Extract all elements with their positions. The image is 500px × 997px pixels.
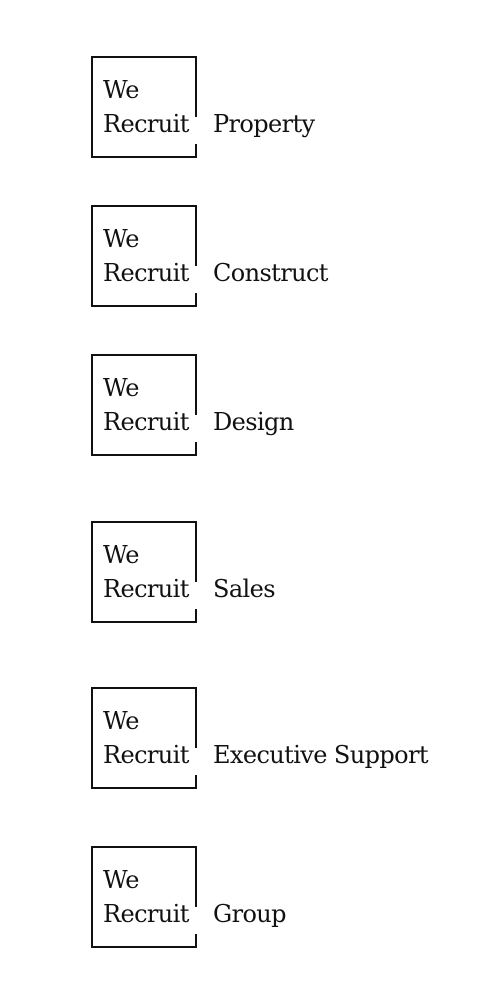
logo-frame [91, 521, 197, 623]
brand-recruit: Recruit [103, 741, 189, 769]
logo-frame-edge [195, 56, 197, 117]
logo-frame [91, 56, 197, 158]
logo-frame-edge [195, 687, 197, 748]
logo-frame-edge [195, 442, 197, 456]
logo-construct: We Recruit Construct [91, 205, 491, 307]
brand-we: We [103, 541, 139, 569]
logo-sales: We Recruit Sales [91, 521, 491, 623]
logo-frame [91, 205, 197, 307]
division-label: Executive Support [213, 741, 428, 769]
brand-we: We [103, 76, 139, 104]
brand-recruit: Recruit [103, 575, 189, 603]
logo-frame-edge [195, 144, 197, 158]
logo-frame-edge [195, 775, 197, 789]
logo-frame-edge [195, 293, 197, 307]
logo-frame-edge [195, 609, 197, 623]
logo-frame [91, 846, 197, 948]
logo-frame [91, 354, 197, 456]
logo-group: We Recruit Group [91, 846, 491, 948]
division-label: Property [213, 110, 315, 138]
brand-we: We [103, 374, 139, 402]
logo-design: We Recruit Design [91, 354, 491, 456]
brand-recruit: Recruit [103, 259, 189, 287]
logo-property: We Recruit Property [91, 56, 491, 158]
logo-frame-edge [195, 354, 197, 415]
logo-frame-edge [195, 205, 197, 266]
logo-frame-edge [195, 846, 197, 907]
brand-we: We [103, 225, 139, 253]
division-label: Construct [213, 259, 328, 287]
logo-executive-support: We Recruit Executive Support [91, 687, 491, 789]
brand-we: We [103, 866, 139, 894]
division-label: Group [213, 900, 287, 928]
logo-frame-edge [195, 521, 197, 582]
brand-recruit: Recruit [103, 110, 189, 138]
logo-frame-edge [195, 934, 197, 948]
division-label: Design [213, 408, 294, 436]
logo-frame [91, 687, 197, 789]
brand-recruit: Recruit [103, 900, 189, 928]
division-label: Sales [213, 575, 276, 603]
brand-we: We [103, 707, 139, 735]
brand-recruit: Recruit [103, 408, 189, 436]
